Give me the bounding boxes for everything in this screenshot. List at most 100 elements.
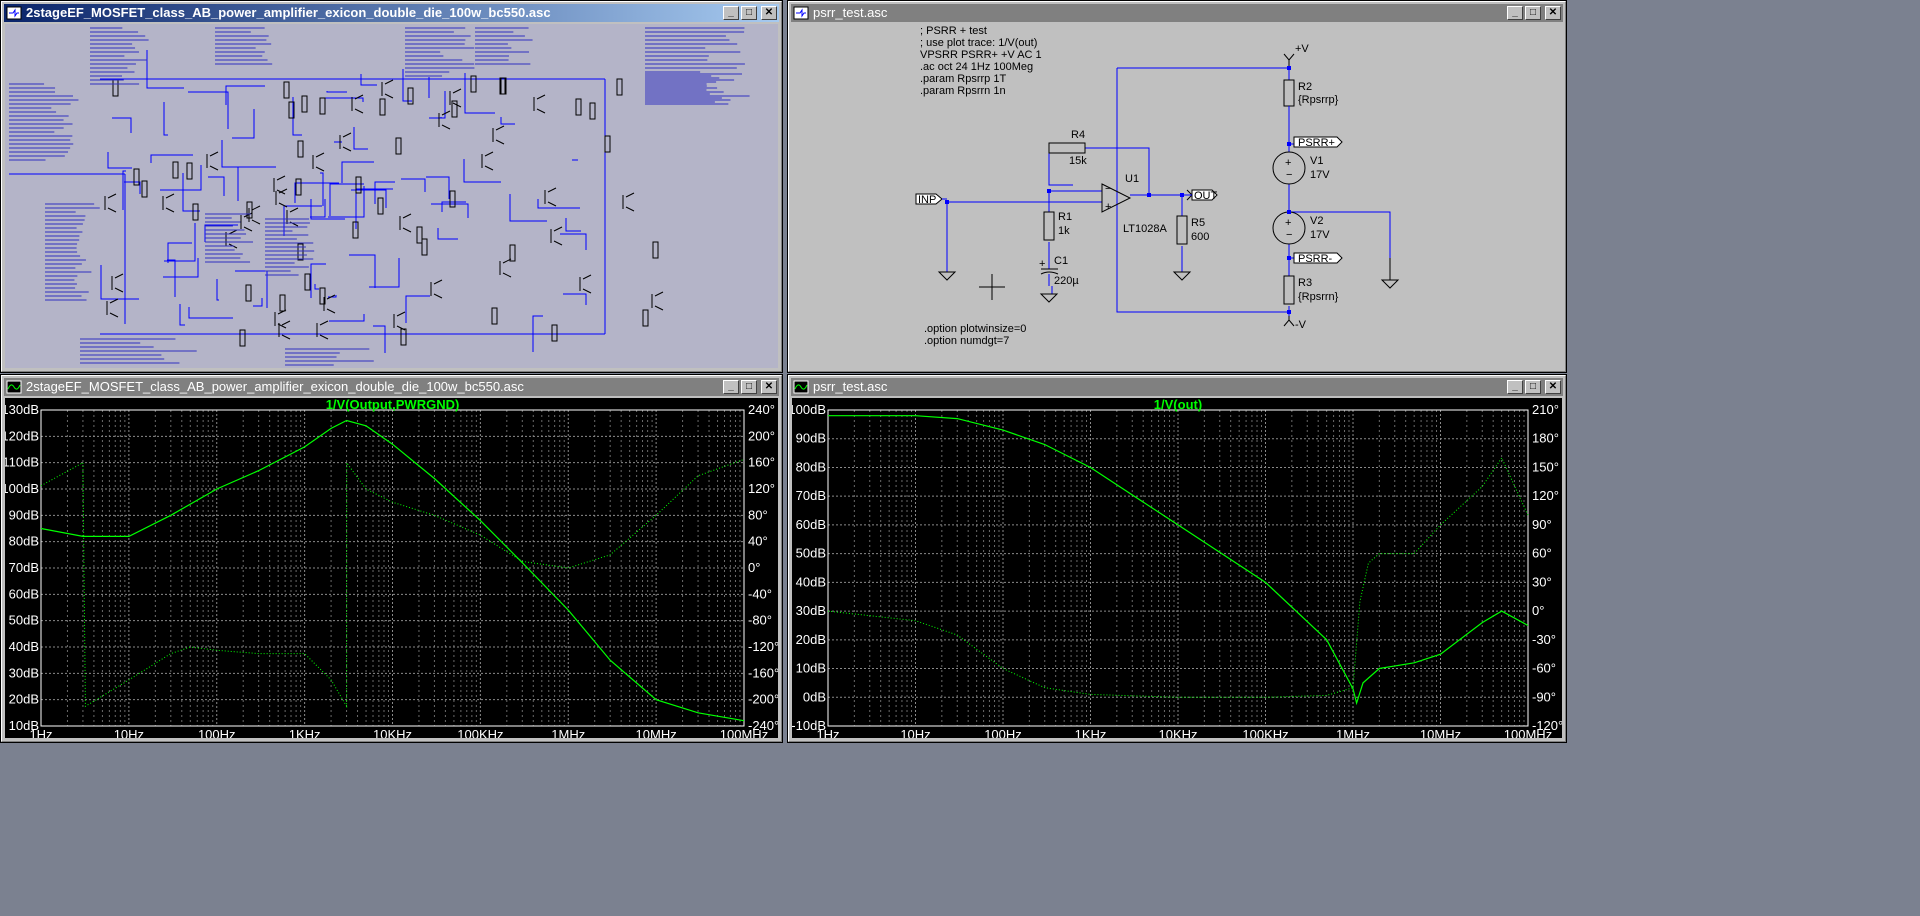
y-left-tick-label: 60dB [9,586,39,601]
y-left-tick-label: 30dB [9,665,39,680]
psrr-plot-titlebar[interactable]: psrr_test.asc _ □ ✕ [791,378,1563,396]
y-left-tick-label: 40dB [9,639,39,654]
close-button[interactable]: ✕ [761,6,777,20]
amp-bode-plot[interactable]: 130dB120dB110dB100dB90dB80dB70dB60dB50dB… [5,398,778,738]
schematic-wires [9,50,606,353]
resistor-r1[interactable]: R1 1k [1043,211,1072,241]
y-right-tick-label: -80° [748,613,772,628]
net-label-inp[interactable]: INP [915,193,943,206]
net-label-out[interactable]: OUT [1186,189,1218,202]
y-right-tick-label: 0° [748,560,760,575]
net-label-psrr-neg[interactable]: PSRR- [1293,252,1343,265]
ref-label: R5 [1191,217,1205,229]
y-right-tick-label: 80° [748,507,768,522]
psrr-schematic-titlebar[interactable]: psrr_test.asc _ □ ✕ [791,4,1563,22]
ref-label: U1 [1125,173,1139,185]
close-button[interactable]: ✕ [761,380,777,394]
y-right-tick-label: 180° [1532,431,1559,446]
y-right-tick-label: -40° [748,586,772,601]
y-right-tick-label: -30° [1532,632,1556,647]
y-left-tick-label: 10dB [796,661,826,676]
schematic-icon [793,6,809,20]
plot-frame [40,409,745,727]
power-flag-neg[interactable]: -V [1283,316,1307,331]
resistor-r3[interactable]: R3 {Rpsrrn} [1283,275,1339,305]
x-tick-label: 1MHz [551,727,585,738]
y-left-tick-label: 100dB [792,402,826,417]
amp-schematic-drawing [9,27,750,366]
capacitor-c1[interactable]: + C1 220µ [1039,255,1079,287]
minimize-button[interactable]: _ [723,6,739,20]
amp-plot-titlebar[interactable]: 2stageEF_MOSFET_class_AB_power_amplifier… [4,378,779,396]
amp-plot-window[interactable]: 2stageEF_MOSFET_class_AB_power_amplifier… [0,374,783,743]
spice-directives[interactable]: ; PSRR + test ; use plot trace: 1/V(out)… [920,25,1042,347]
ground-symbol [1380,258,1400,289]
voltage-source-v2[interactable]: + − V2 17V [1272,211,1330,245]
window-title: 2stageEF_MOSFET_class_AB_power_amplifier… [26,379,524,394]
opamp-u1[interactable]: − + U1 LT1028A [1101,173,1167,235]
crosshair-cursor-icon [979,274,1005,300]
voltage-source-v1[interactable]: + − V1 17V [1272,151,1330,185]
trace-title[interactable]: 1/V(Output,PWRGND) [326,398,460,412]
y-right-tick-label: -120° [1532,718,1562,733]
amp-schematic-window[interactable]: 2stageEF_MOSFET_class_AB_power_amplifier… [0,0,783,373]
psrr-schematic-window[interactable]: psrr_test.asc _ □ ✕ ; PSRR + test ; use … [787,0,1567,373]
net-label-text: INP [918,194,936,206]
y-right-tick-label: 150° [1532,459,1559,474]
ref-label: R2 [1298,81,1312,93]
minimize-button[interactable]: _ [1507,380,1523,394]
directive-line: ; PSRR + test [920,25,987,37]
trace-title[interactable]: 1/V(out) [1154,398,1202,412]
value-label: 17V [1310,229,1330,241]
y-left-tick-label: 80dB [796,459,826,474]
value-label: 600 [1191,231,1209,243]
y-right-tick-label: -240° [748,718,778,733]
y-right-tick-label: 200° [748,428,775,443]
close-button[interactable]: ✕ [1545,380,1561,394]
waveform-icon [6,380,22,394]
maximize-button[interactable]: □ [1525,380,1541,394]
directive-line: ; use plot trace: 1/V(out) [920,37,1037,49]
amp-schematic-canvas[interactable] [5,24,778,368]
close-button[interactable]: ✕ [1545,6,1561,20]
y-left-tick-label: 120dB [5,428,39,443]
resistor-r4[interactable]: R4 15k [1048,129,1087,167]
ground-symbol [1172,271,1192,281]
resistor-r5[interactable]: R5 600 [1176,215,1209,245]
y-left-tick-label: 100dB [5,481,39,496]
power-flag-pos[interactable]: +V [1283,43,1309,68]
maximize-button[interactable]: □ [741,380,757,394]
x-tick-label: 100Hz [984,727,1022,738]
resistor-r2[interactable]: R2 {Rpsrrp} [1283,79,1339,132]
net-label-text: PSRR+ [1298,137,1335,149]
minimize-button[interactable]: _ [723,380,739,394]
maximize-button[interactable]: □ [1525,6,1541,20]
power-label: -V [1295,319,1307,331]
minimize-button[interactable]: _ [1507,6,1523,20]
x-tick-label: 1KHz [1075,727,1107,738]
psrr-schematic-canvas[interactable]: ; PSRR + test ; use plot trace: 1/V(out)… [792,24,1562,368]
y-right-tick-label: 210° [1532,402,1559,417]
plot-frame [827,409,1529,727]
y-left-tick-label: 60dB [796,517,826,532]
x-tick-label: 100MHz [1504,727,1552,738]
ground-symbol [1039,293,1059,303]
y-right-tick-label: 60° [1532,546,1552,561]
y-left-tick-label: -10dB [792,718,826,733]
svg-text:+: + [1039,258,1045,270]
svg-text:−: − [1286,169,1292,181]
y-right-tick-label: 90° [1532,517,1552,532]
x-tick-label: 100MHz [720,727,768,738]
directive-line: .param Rpsrrn 1n [920,85,1006,97]
x-tick-label: 1Hz [816,727,839,738]
amp-schematic-titlebar[interactable]: 2stageEF_MOSFET_class_AB_power_amplifier… [4,4,779,22]
y-left-tick-label: 90dB [796,431,826,446]
y-right-tick-label: -120° [748,639,778,654]
psrr-bode-plot[interactable]: 100dB90dB80dB70dB60dB50dB40dB30dB20dB10d… [792,398,1562,738]
maximize-button[interactable]: □ [741,6,757,20]
value-label: 1k [1058,225,1070,237]
net-label-psrr-pos[interactable]: PSRR+ [1293,136,1343,149]
